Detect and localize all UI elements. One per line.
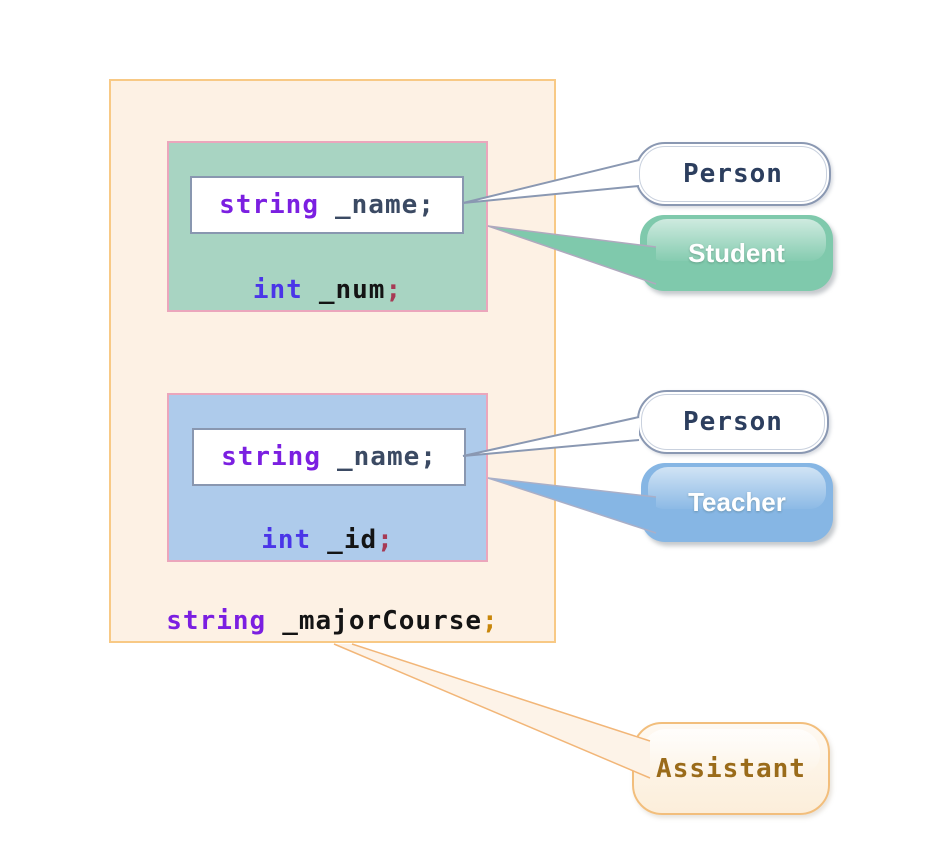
semicolon: ; [418, 190, 435, 220]
assistant-majorcourse-field-code: string _majorCourse; [109, 606, 556, 636]
keyword-int: int [261, 525, 312, 555]
student-label: Student [688, 237, 785, 268]
assistant-callout-tail-outline-lower [333, 643, 651, 779]
assistant-label-bubble: Assistant [632, 722, 830, 815]
assistant-label: Assistant [656, 753, 806, 784]
teacher-name-field-code: string _name; [221, 442, 437, 472]
semicolon: ; [377, 525, 394, 555]
keyword-string: string [221, 442, 321, 472]
person-label-bubble-top: Person [635, 142, 831, 206]
person-label: Person [683, 407, 783, 437]
semicolon: ; [420, 442, 437, 472]
identifier-id: _id [327, 525, 378, 555]
person-field-box-teacher: string _name; [192, 428, 466, 486]
keyword-string: string [166, 606, 267, 636]
person-label-bubble-bottom: Person [637, 390, 829, 454]
keyword-string: string [219, 190, 319, 220]
keyword-int: int [252, 275, 303, 305]
assistant-callout-tail-outline-upper [351, 643, 651, 742]
semicolon: ; [482, 606, 499, 636]
teacher-id-field-code: int _id; [167, 525, 488, 555]
teacher-label-bubble: Teacher [641, 463, 833, 542]
identifier-name: _name [334, 190, 419, 220]
student-name-field-code: string _name; [219, 190, 435, 220]
identifier-name: _name [336, 442, 421, 472]
identifier-num: _num [318, 275, 386, 305]
person-label: Person [683, 159, 783, 189]
student-num-field-code: int _num; [167, 275, 488, 305]
teacher-label: Teacher [688, 487, 786, 517]
identifier-majorcourse: _majorCourse [282, 606, 483, 636]
assistant-callout-tail [334, 644, 650, 778]
person-field-box-student: string _name; [190, 176, 464, 234]
student-label-bubble: Student [640, 215, 833, 291]
semicolon: ; [385, 275, 403, 305]
